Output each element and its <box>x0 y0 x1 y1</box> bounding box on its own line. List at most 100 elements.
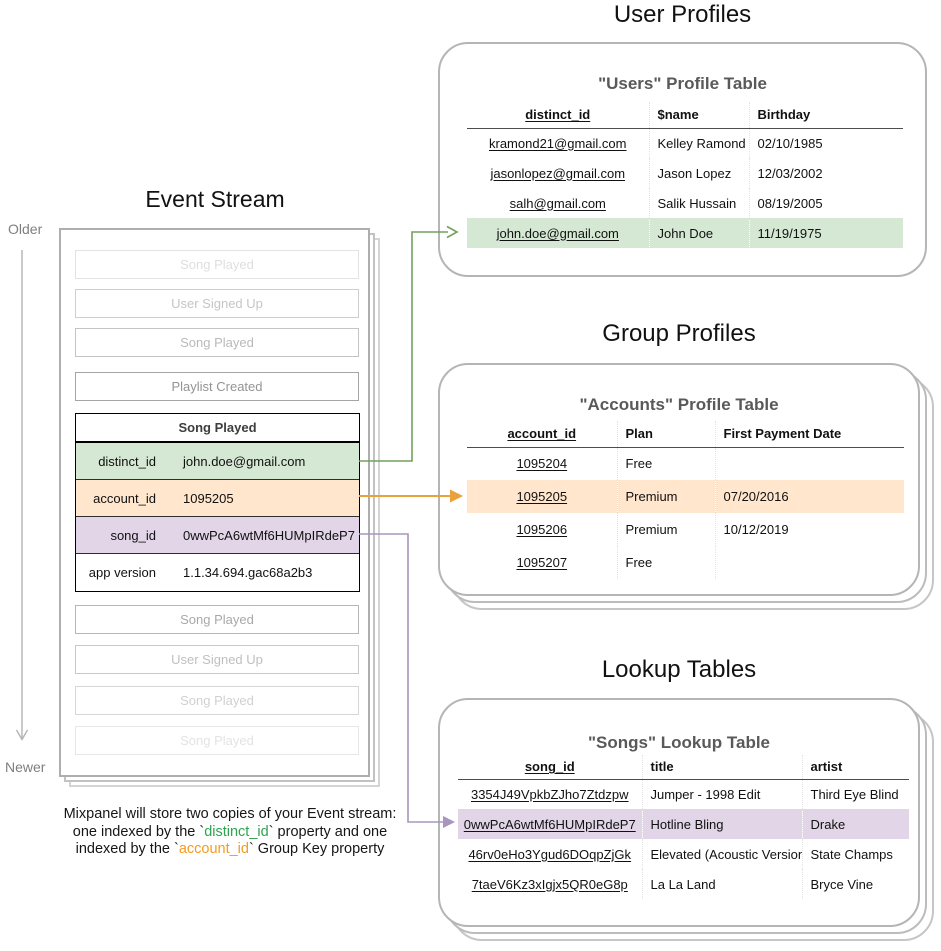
column-header-distinct-id: distinct_id <box>467 102 650 129</box>
songs-table-title: "Songs" Lookup Table <box>587 733 771 752</box>
older-label: Older <box>8 221 43 237</box>
table-row: 1095204 Free <box>467 447 904 480</box>
table-row: 3354J49VpkbZJho7Ztdzpw Jumper - 1998 Edi… <box>458 779 909 809</box>
cell-birthday: 12/03/2002 <box>757 165 823 181</box>
table-row-highlighted: 0wwPcA6wtMf6HUMpIRdeP7 Hotline Bling Dra… <box>458 809 909 839</box>
cell-song-id: 7taeV6Kz3xIgjx5QR0eG8p <box>458 869 643 899</box>
group-profiles-title: Group Profiles <box>602 320 756 347</box>
table-row-highlighted: 1095205 Premium 07/20/2016 <box>467 480 904 513</box>
column-header-birthday: Birthday <box>749 102 903 129</box>
accounts-profile-card: "Accounts" Profile Table account_id Plan… <box>438 363 920 596</box>
cell-title: Jumper - 1998 Edit <box>642 779 803 809</box>
event-property-row-app-version: app version 1.1.34.694.gac68a2b3 <box>76 554 359 591</box>
account-id-token: account_id <box>178 841 249 857</box>
songs-lookup-card: "Songs" Lookup Table song_id title artis… <box>438 698 920 927</box>
property-value: 1.1.34.694.gac68a2b3 <box>183 565 313 580</box>
cell-first-payment-date <box>715 447 904 480</box>
table-row: kramond21@gmail.com Kelley Ramond 02/10/… <box>467 128 903 158</box>
distinct-id-token: distinct_id <box>204 823 269 840</box>
cell-artist: Bryce Vine <box>810 876 874 892</box>
property-key: account_id <box>93 490 156 506</box>
cell-plan: Premium <box>617 480 716 513</box>
cell-title: La La Land <box>642 869 803 899</box>
user-profiles-title: User Profiles <box>613 1 752 28</box>
caption-line: Mixpanel will store two copies of your E… <box>63 806 397 822</box>
cell-first-payment-date <box>715 546 904 579</box>
table-row: jasonlopez@gmail.com Jason Lopez 12/03/2… <box>467 158 903 188</box>
songs-lookup-table: song_id title artist 3354J49VpkbZJho7Ztd… <box>458 755 909 899</box>
column-header-account-id: account_id <box>467 421 618 448</box>
event-property-row-song-id: song_id 0wwPcA6wtMf6HUMpIRdeP7 <box>76 517 359 554</box>
event-item: User Signed Up <box>75 289 359 318</box>
cell-distinct-id: john.doe@gmail.com <box>467 218 650 248</box>
event-property-row-distinct-id: distinct_id john.doe@gmail.com <box>76 443 359 480</box>
property-value: 1095205 <box>183 490 234 506</box>
selected-event-table: Song Played distinct_id john.doe@gmail.c… <box>75 413 360 592</box>
cell-name: Salik Hussain <box>649 188 750 218</box>
cell-distinct-id: jasonlopez@gmail.com <box>467 158 650 188</box>
event-property-row-account-id: account_id 1095205 <box>76 480 359 517</box>
cell-plan: Free <box>617 447 716 480</box>
cell-name: John Doe <box>649 218 750 248</box>
event-item: Song Played <box>75 328 359 357</box>
cell-first-payment-date: 07/20/2016 <box>715 480 904 513</box>
cell-account-id: 1095206 <box>467 513 618 546</box>
cell-title: Hotline Bling <box>642 809 803 839</box>
cell-distinct-id: salh@gmail.com <box>467 188 650 218</box>
event-item: Song Played <box>75 605 359 634</box>
table-row: 7taeV6Kz3xIgjx5QR0eG8p La La Land Bryce … <box>458 869 909 899</box>
timeline-arrow <box>15 250 29 741</box>
table-row: 1095206 Premium 10/12/2019 <box>467 513 904 546</box>
cell-account-id: 1095207 <box>467 546 618 579</box>
property-key: app version <box>88 565 156 580</box>
column-header-plan: Plan <box>617 421 716 448</box>
column-header-title: title <box>642 755 803 780</box>
cell-song-id: 46rv0eHo3Ygud6DOqpZjGk <box>458 839 643 869</box>
cell-birthday: 02/10/1985 <box>757 135 823 151</box>
cell-artist: Drake <box>802 809 909 839</box>
column-header-artist: artist <box>802 755 909 780</box>
caption-line: one indexed by the `distinct_id` propert… <box>72 823 388 840</box>
table-row: 46rv0eHo3Ygud6DOqpZjGk Elevated (Acousti… <box>458 839 909 869</box>
property-key: distinct_id <box>98 453 156 469</box>
property-value: john.doe@gmail.com <box>183 453 306 469</box>
table-row: salh@gmail.com Salik Hussain 08/19/2005 <box>467 188 903 218</box>
table-header-row: distinct_id $name Birthday <box>467 102 903 129</box>
selected-event-name: Song Played <box>76 414 359 443</box>
cell-song-id: 0wwPcA6wtMf6HUMpIRdeP7 <box>458 809 643 839</box>
users-table-title: "Users" Profile Table <box>598 74 767 93</box>
lookup-tables-title: Lookup Tables <box>601 656 757 683</box>
cell-name: Jason Lopez <box>649 158 750 188</box>
accounts-profile-table: account_id Plan First Payment Date 10952… <box>467 421 904 579</box>
cell-account-id: 1095204 <box>467 447 618 480</box>
cell-birthday: 08/19/2005 <box>757 195 823 211</box>
cell-name: Kelley Ramond <box>649 128 750 158</box>
newer-label: Newer <box>5 759 46 775</box>
users-profile-table: distinct_id $name Birthday kramond21@gma… <box>467 102 903 248</box>
cell-title: Elevated (Acoustic Version) <box>642 839 803 869</box>
event-item: Song Played <box>75 250 359 279</box>
property-key: song_id <box>110 527 156 543</box>
property-value: 0wwPcA6wtMf6HUMpIRdeP7 <box>183 527 355 543</box>
event-item: Song Played <box>75 726 359 755</box>
event-item: Song Played <box>75 686 359 715</box>
table-header-row: song_id title artist <box>458 755 909 780</box>
cell-first-payment-date: 10/12/2019 <box>723 522 789 537</box>
cell-plan: Premium <box>617 513 716 546</box>
cell-plan: Free <box>617 546 716 579</box>
event-item: User Signed Up <box>75 645 359 674</box>
event-item: Playlist Created <box>75 372 359 401</box>
column-header-song-id: song_id <box>458 755 643 780</box>
accounts-table-title: "Accounts" Profile Table <box>579 395 779 414</box>
users-profile-card: "Users" Profile Table distinct_id $name … <box>438 42 927 277</box>
cell-artist: State Champs <box>810 846 893 862</box>
cell-birthday: 11/19/1975 <box>749 218 903 248</box>
table-header-row: account_id Plan First Payment Date <box>467 421 904 448</box>
cell-artist: Third Eye Blind <box>810 786 899 802</box>
table-row-highlighted: john.doe@gmail.com John Doe 11/19/1975 <box>467 218 903 248</box>
cell-song-id: 3354J49VpkbZJho7Ztdzpw <box>458 779 643 809</box>
event-stream-title: Event Stream <box>145 186 285 212</box>
footnote-caption: Mixpanel will store two copies of your E… <box>30 806 430 859</box>
caption-line: indexed by the `account_id` Group Key pr… <box>75 841 385 857</box>
